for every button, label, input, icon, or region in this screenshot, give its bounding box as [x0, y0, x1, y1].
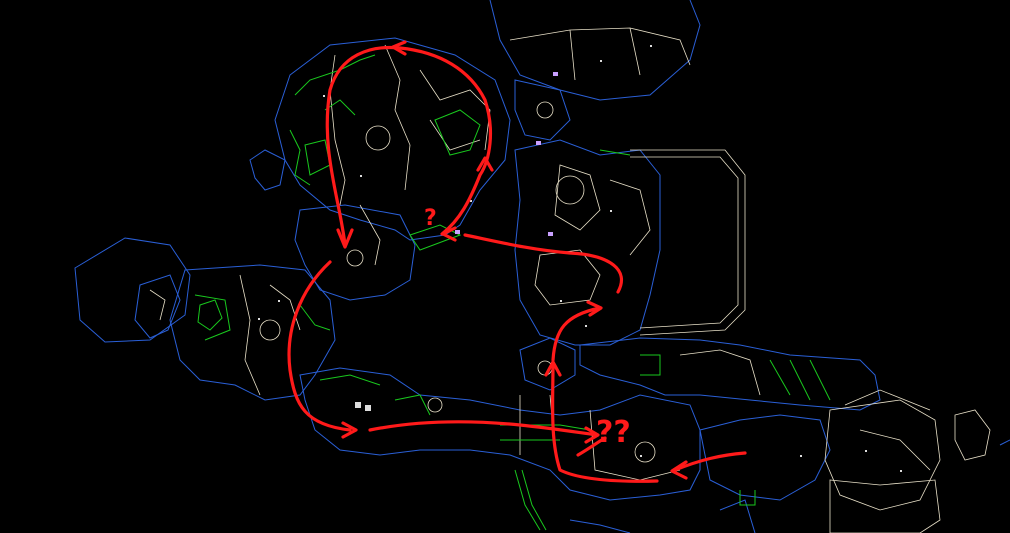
route-annotation — [287, 40, 747, 483]
automap-floor-lines — [194, 54, 831, 531]
unknown-marker-upper: ? — [424, 206, 437, 231]
automap-walls — [74, 0, 1010, 533]
unknown-marker-lower: ?? — [596, 415, 631, 450]
automap-things — [258, 45, 902, 472]
